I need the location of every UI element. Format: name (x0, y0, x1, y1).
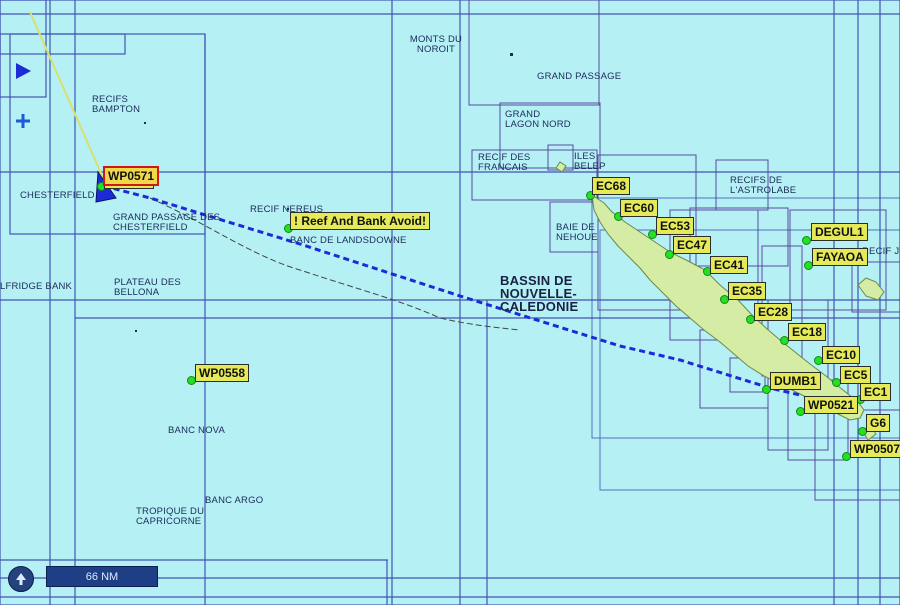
place-baie-de-nehoue: BAIE DE NEHOUE (556, 222, 598, 243)
waypoint-ec60[interactable]: EC60 (620, 199, 659, 217)
waypoint-ec5[interactable]: EC5 (840, 366, 872, 384)
place-chesterfield: CHESTERFIELD (20, 190, 95, 201)
place-bassin-de-nouvelle-caledonie: BASSIN DE NOUVELLE-CALEDONIE (500, 273, 579, 314)
waypoint-dot[interactable] (802, 236, 811, 245)
place-grand-passage: GRAND PASSAGE (537, 71, 622, 82)
waypoint-wp0571[interactable]: WP0571 (103, 166, 160, 186)
scale-bar: 66 NM (46, 566, 158, 587)
waypoint-wp0521[interactable]: WP0521 (804, 396, 859, 414)
waypoint-ec53[interactable]: EC53 (656, 217, 695, 235)
waypoint-degul1[interactable]: DEGUL1 (811, 223, 868, 241)
place-recif-des-francais: RECIF DES FRANCAIS (478, 152, 531, 173)
place-plateau-des-bellona: PLATEAU DES BELLONA (114, 277, 181, 298)
place-grand-passage-des-chesterfield: GRAND PASSAGE DES CHESTERFIELD (113, 212, 221, 233)
planned-route (103, 184, 801, 397)
waypoint-dot[interactable] (665, 250, 674, 259)
place-recifs-de-lastrolabe: RECIFS DE L'ASTROLABE (730, 175, 797, 196)
waypoint-dot[interactable] (586, 191, 595, 200)
place-banc-de-landsdowne: BANC DE LANDSDOWNE (290, 235, 407, 246)
waypoint-ec1[interactable]: EC1 (860, 383, 892, 401)
track-line (29, 11, 105, 181)
place-recifs-bampton: RECIFS BAMPTON (92, 94, 141, 115)
waypoint-ec47[interactable]: EC47 (673, 236, 712, 254)
place-recif-nereus: RECIF NEREUS (250, 204, 324, 215)
north-arrow-icon (16, 573, 26, 585)
waypoint-reef-alert[interactable]: ! Reef And Bank Avoid! (290, 212, 431, 230)
play-icon[interactable] (10, 58, 36, 84)
north-up-button[interactable] (8, 566, 34, 592)
waypoint-wp0507[interactable]: WP0507 (850, 440, 900, 458)
place-banc-argo: BANC ARGO (205, 495, 264, 506)
place-elfridge-bank: LFRIDGE BANK (0, 281, 73, 292)
waypoint-ec68[interactable]: EC68 (592, 177, 631, 195)
waypoint-wp0558[interactable]: WP0558 (195, 364, 250, 382)
waypoint-g6[interactable]: G6 (866, 414, 891, 432)
place-banc-nova: BANC NOVA (168, 425, 226, 436)
waypoint-ec35[interactable]: EC35 (728, 282, 767, 300)
place-iles-belep: ILES BELEP (574, 151, 606, 172)
waypoint-dumb1[interactable]: DUMB1 (770, 372, 821, 390)
waypoint-ec10[interactable]: EC10 (822, 346, 861, 364)
waypoint-fayaoa[interactable]: FAYAOA (812, 248, 868, 266)
waypoint-ec41[interactable]: EC41 (710, 256, 749, 274)
place-tropique-du-capricorne: TROPIQUE DU CAPRICORNE (136, 506, 205, 527)
place-grand-lagon-nord: GRAND LAGON NORD (505, 109, 571, 130)
waypoint-ec18[interactable]: EC18 (788, 323, 827, 341)
ouvea-island (857, 277, 885, 301)
place-monts-du-noroit: MONTS DU NOROIT (409, 34, 463, 55)
place-recif-j: RECIF J (862, 246, 900, 257)
zoom-in-icon[interactable] (14, 112, 32, 130)
grande-terre-island (591, 193, 865, 421)
scale-label: 66 NM (85, 570, 119, 583)
waypoint-ec28[interactable]: EC28 (754, 303, 793, 321)
